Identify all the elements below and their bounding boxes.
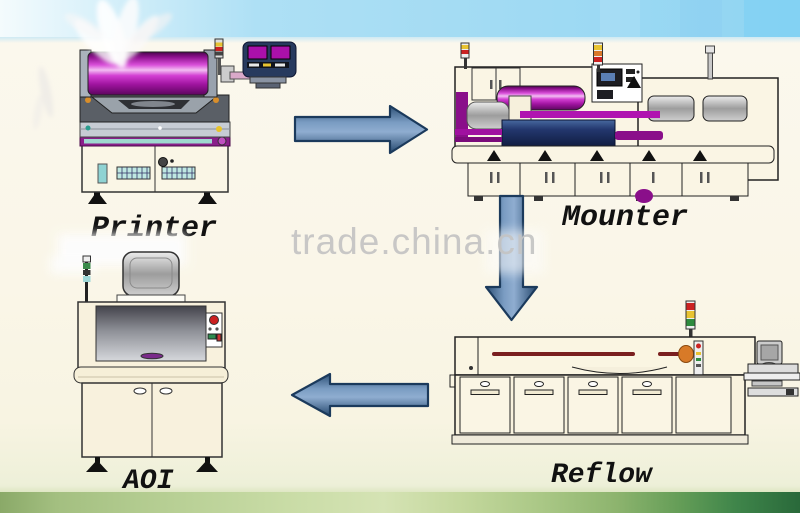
reflow-arc-slot (571, 366, 668, 374)
feather-decoration (32, 0, 173, 130)
sky-banner-square (744, 0, 800, 37)
signal-tower-icon (82, 255, 91, 304)
reflow-machine-illustration (449, 300, 800, 445)
reflow-doors (459, 376, 732, 434)
mounter-label: Mounter (562, 201, 689, 235)
panel-screen (247, 45, 268, 60)
watermark-text: trade.china.cn (291, 221, 538, 262)
printer-vent-grille (116, 166, 196, 180)
printer-teal-bar (97, 163, 108, 184)
sky-banner-square (680, 0, 722, 37)
signal-tower-icon (685, 300, 696, 342)
panel-screen (270, 45, 291, 60)
mounter-triangle-marks (487, 150, 707, 161)
signal-tower-icon (214, 38, 224, 75)
flow-arrow-left-icon (290, 372, 430, 418)
reflow-knob (678, 345, 694, 363)
flow-arrow-right-icon (293, 104, 429, 155)
reflow-computer-station (743, 340, 800, 397)
machine-feet (86, 457, 218, 472)
mounter-window (702, 95, 748, 122)
aoi-label: AOI (123, 466, 174, 497)
mounter-control-panel (591, 63, 643, 103)
aoi-monitor (122, 251, 180, 297)
watermark-eraser-blob (486, 230, 544, 274)
green-banner-fade (0, 486, 800, 492)
aoi-hood-screen (95, 305, 207, 362)
printer-control-panel (220, 41, 297, 89)
aoi-worktop (73, 366, 229, 384)
reflow-plinth (451, 434, 749, 445)
aoi-purple-slot (140, 352, 164, 360)
mounter-rear-pole (705, 45, 715, 80)
sky-banner-fade (0, 37, 800, 43)
signal-tower-icon (460, 42, 470, 69)
bottom-green-banner (0, 492, 800, 513)
machine-feet (88, 190, 217, 204)
sky-banner-square (600, 0, 640, 37)
reflow-control-column (693, 340, 704, 376)
mounter-conveyor (501, 119, 616, 148)
mounter-magenta-shelf (520, 111, 660, 118)
printer-knob (158, 157, 168, 167)
aoi-button-panel (205, 312, 223, 348)
reflow-label: Reflow (551, 460, 652, 491)
mounter-machine-illustration (451, 42, 779, 203)
printer-machine-illustration (32, 0, 297, 204)
signal-tower-icon (593, 42, 603, 72)
aoi-machine-illustration (73, 251, 229, 472)
mounter-purple-stripe (456, 92, 468, 138)
printer-press-section (79, 94, 230, 123)
reflow-rail (492, 352, 635, 356)
